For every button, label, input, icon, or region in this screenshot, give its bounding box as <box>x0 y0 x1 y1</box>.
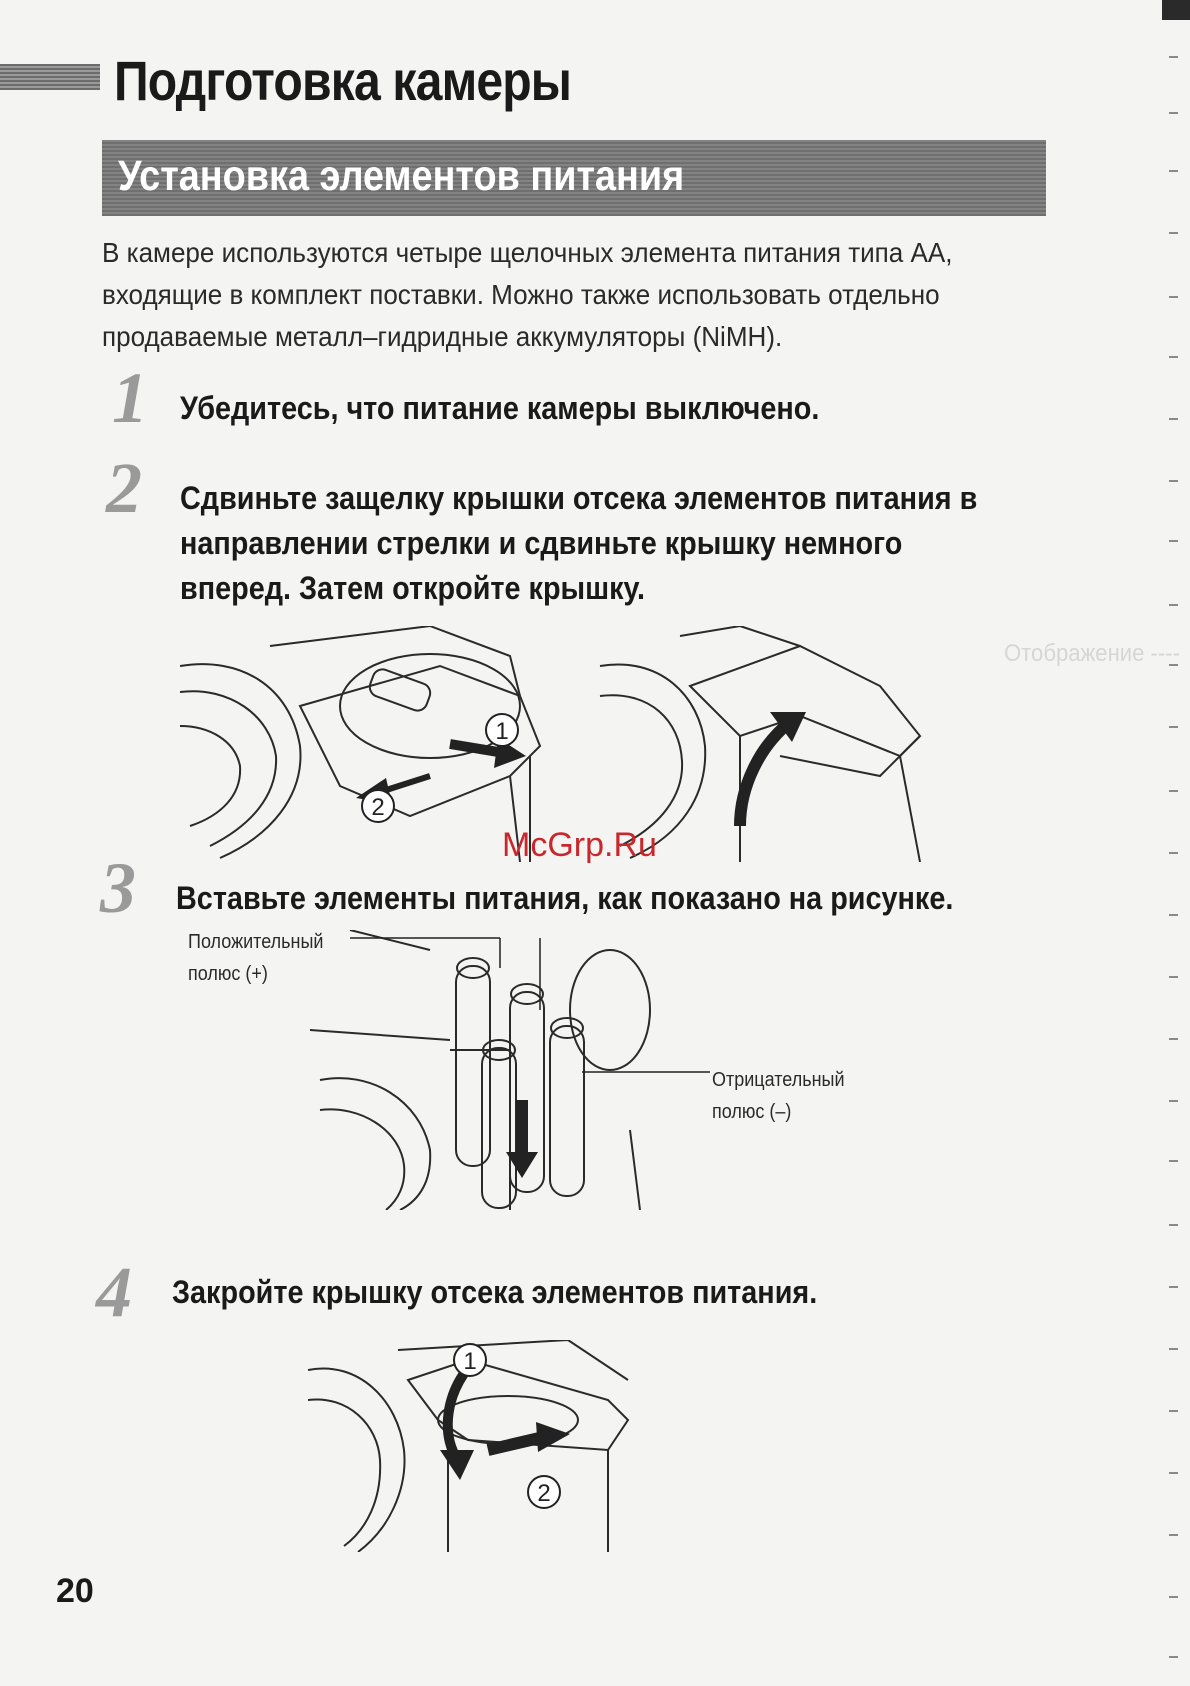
marker-2-circle: 2 <box>527 1475 561 1509</box>
step-2-number: 2 <box>106 448 142 528</box>
edge-mark <box>1169 1224 1178 1226</box>
marker-1-label: 1 <box>463 1348 476 1375</box>
edge-mark <box>1169 1160 1178 1162</box>
edge-mark <box>1169 418 1178 420</box>
edge-mark <box>1169 170 1178 172</box>
battery-insertion-figure <box>310 930 710 1210</box>
edge-mark <box>1169 1348 1178 1350</box>
edge-mark <box>1169 1410 1178 1412</box>
step-1-number: 1 <box>112 358 148 438</box>
left-decorative-band <box>0 64 100 90</box>
marker-2-circle: 2 <box>361 789 395 823</box>
edge-mark <box>1169 232 1178 234</box>
marker-1-circle: 1 <box>485 713 519 747</box>
page-title: Подготовка камеры <box>114 49 572 112</box>
bleed-through-text: Отображение ---- <box>1004 640 1180 667</box>
edge-mark <box>1169 1038 1178 1040</box>
edge-mark <box>1169 664 1178 666</box>
section-header: Установка элементов питания <box>102 140 1046 216</box>
negative-terminal-label: Отрицательный полюс (–) <box>712 1069 845 1123</box>
edge-mark <box>1169 56 1178 58</box>
edge-mark <box>1169 604 1178 606</box>
page-number: 20 <box>56 1572 94 1610</box>
step-1-text: Убедитесь, что питание камеры выключено. <box>180 390 820 426</box>
edge-mark <box>1169 1100 1178 1102</box>
edge-mark <box>1169 356 1178 358</box>
watermark: McGrp.Ru <box>502 826 657 864</box>
section-title: Установка элементов питания <box>118 152 685 200</box>
step-4-number: 4 <box>96 1252 132 1332</box>
edge-mark <box>1169 1596 1178 1598</box>
page-edge-marks <box>1150 0 1190 1686</box>
step-3-number: 3 <box>100 848 136 928</box>
marker-1-circle: 1 <box>453 1343 487 1377</box>
edge-mark <box>1169 976 1178 978</box>
edge-mark <box>1169 726 1178 728</box>
edge-mark <box>1169 296 1178 298</box>
step-3-text: Вставьте элементы питания, как показано … <box>176 880 954 916</box>
edge-mark <box>1169 540 1178 542</box>
battery-cover-opening-figure: 1 2 <box>180 626 922 862</box>
marker-2-label: 2 <box>371 794 384 821</box>
edge-mark <box>1169 480 1178 482</box>
battery-cover-closing-figure: 1 2 <box>308 1340 630 1552</box>
step-2-text: Сдвиньте защелку крышки отсека элементов… <box>180 480 978 606</box>
edge-mark <box>1169 112 1178 114</box>
intro-paragraph: В камере используются четыре щелочных эл… <box>102 237 953 352</box>
marker-1-label: 1 <box>495 718 508 745</box>
edge-mark <box>1169 1534 1178 1536</box>
edge-mark <box>1169 1472 1178 1474</box>
step-4-text: Закройте крышку отсека элементов питания… <box>172 1274 818 1310</box>
edge-mark <box>1169 852 1178 854</box>
corner-mark <box>1162 0 1190 20</box>
positive-terminal-label: Положительный полюс (+) <box>188 931 324 985</box>
marker-2-label: 2 <box>537 1480 550 1507</box>
edge-mark <box>1169 1286 1178 1288</box>
edge-mark <box>1169 1656 1178 1658</box>
edge-mark <box>1169 790 1178 792</box>
edge-mark <box>1169 914 1178 916</box>
